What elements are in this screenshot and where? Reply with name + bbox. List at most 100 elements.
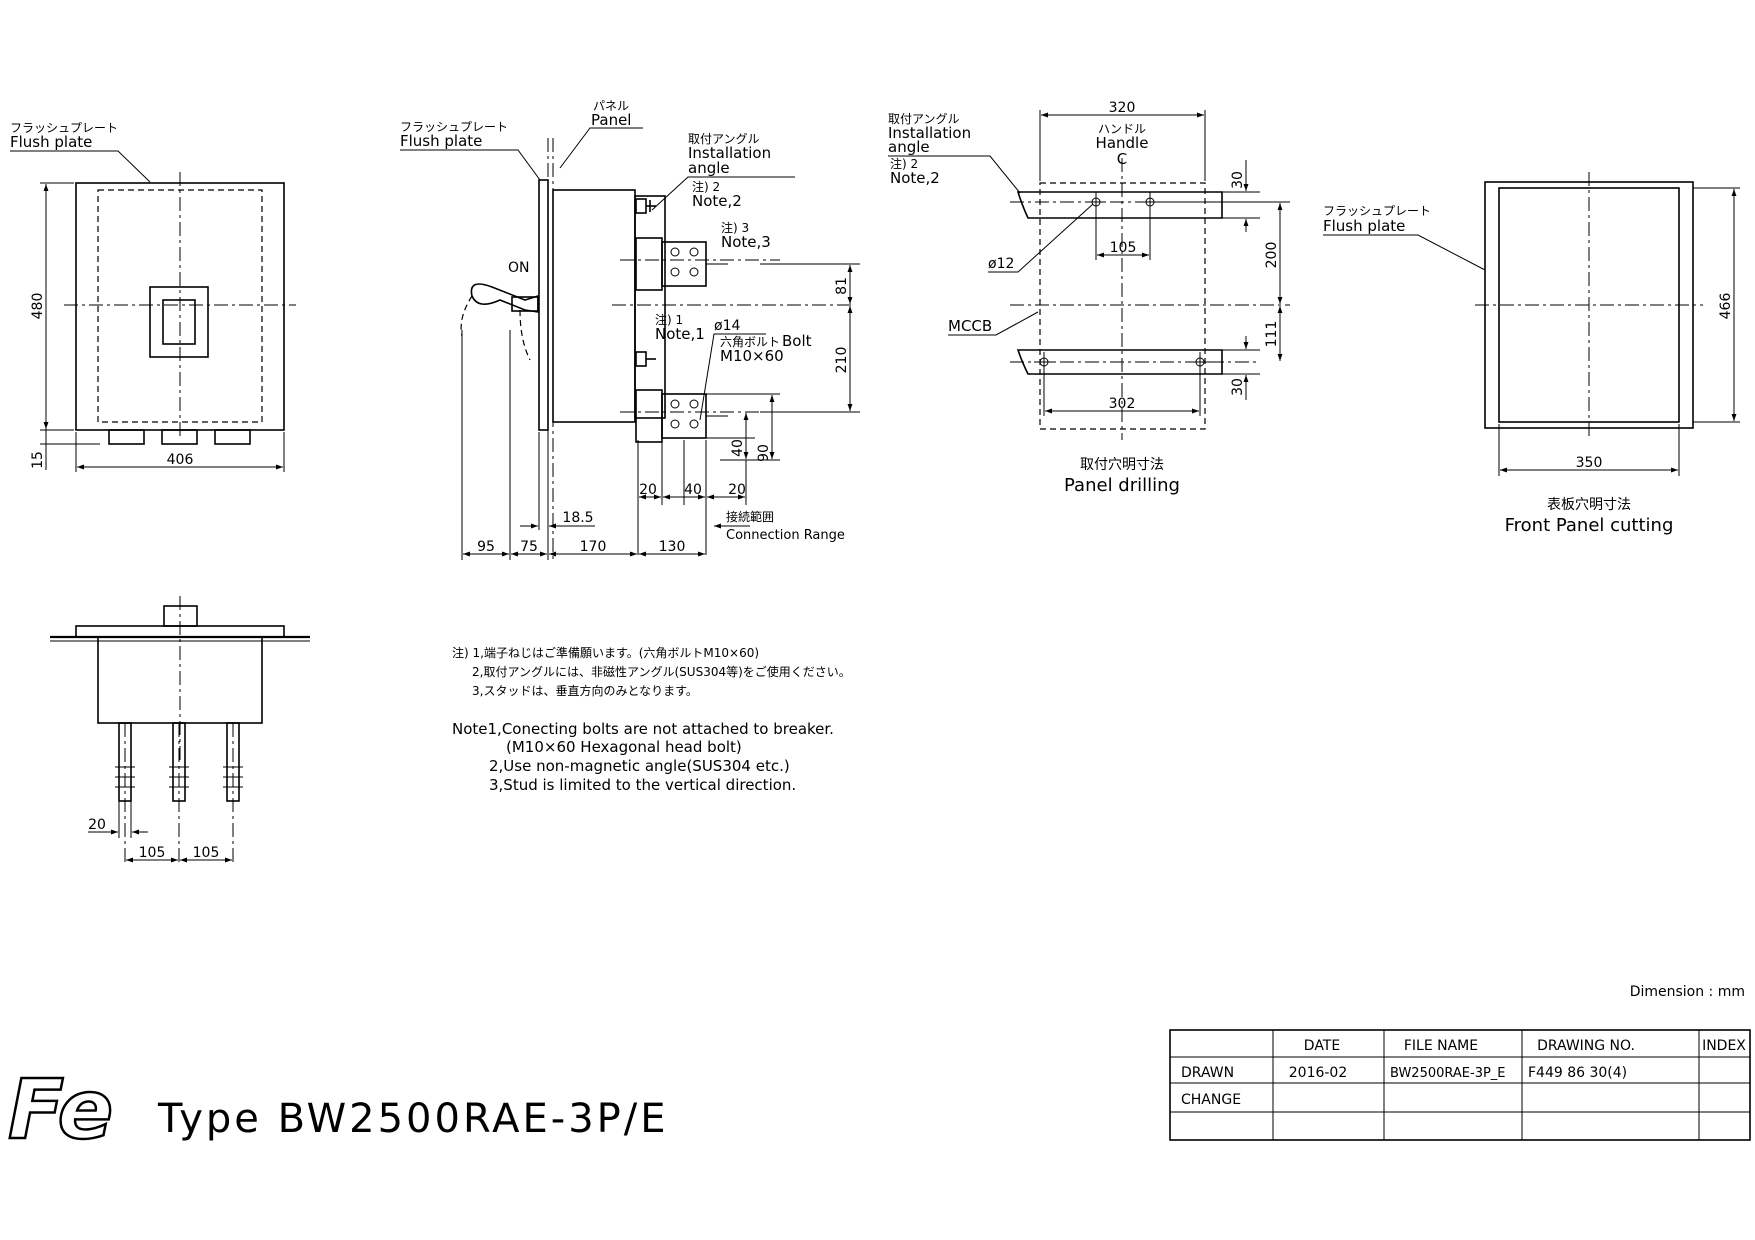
note2-jp: 注) 2 [692,179,720,194]
note-en-1b: (M10×60 Hexagonal head bolt) [506,738,742,756]
top-view: 20 105 105 [50,596,310,865]
terminal-3 [214,429,251,445]
header-file-name: FILE NAME [1404,1038,1478,1054]
flush-plate-leader [10,150,151,183]
note1-en: Note,1 [655,325,705,343]
install-angle-jp: 取付アングル [688,132,760,146]
dim-480: 480 [30,293,46,320]
conn-range-jp: 接続範囲 [726,509,774,524]
handle-window-inner [162,299,196,345]
handle-label-en: Handle [1096,134,1149,152]
dim-15: 15 [30,451,46,469]
header-date: DATE [1304,1038,1340,1054]
front-cutting-jp: 表板穴明寸法 [1547,497,1631,513]
dim-81: 81 [834,277,850,295]
dim-130: 130 [659,539,686,555]
stud-nuts [115,766,243,788]
dim-18-5: 18.5 [562,510,593,526]
bottom-terminal-block [661,393,707,439]
dim-170: 170 [580,539,607,555]
panel-drilling-jp: 取付穴明寸法 [1080,457,1164,473]
front-cutting-view: フラッシュプレート Flush plate 466 350 表板穴明寸法 Fro… [1323,172,1740,536]
side-handle-base [511,296,539,312]
dim-95: 95 [477,539,495,555]
row-drawn-date: 2016-02 [1289,1065,1348,1081]
bolt-size: M10×60 [720,347,784,365]
dim-20-stud: 20 [88,817,106,833]
bottom-angle [1016,349,1223,375]
fe-logo-text: Fe [8,1063,113,1158]
dim-40-v: 40 [730,439,746,457]
note-jp-3: 3,スタッドは、垂直方向のみとなります。 [472,683,698,698]
install-angle-en2: angle [688,159,730,177]
drill-note2-jp: 注) 2 [890,156,918,171]
dim-302: 302 [1109,396,1136,412]
note2-en: Note,2 [692,192,742,210]
dimension-unit: Dimension : mm [1630,984,1745,1000]
panel-drilling-view: 取付アングル Installation angle 注) 2 Note,2 32… [888,100,1290,496]
drill-install-angle-jp: 取付アングル [888,112,960,126]
flush-plate-label-en: Flush plate [10,133,92,151]
dim-90: 90 [756,444,772,462]
dim-105-stud-a: 105 [139,845,166,861]
dim-75: 75 [520,539,538,555]
dim-105-drill: 105 [1110,240,1137,256]
dim-111: 111 [1264,321,1280,348]
dim-105-stud-b: 105 [193,845,220,861]
top-angle [1016,191,1223,219]
header-drawing-no: DRAWING NO. [1537,1038,1635,1054]
front-view: フラッシュプレート Flush plate 480 15 406 [10,121,296,472]
side-body-rear [634,195,666,419]
dim-466: 466 [1718,293,1734,320]
row-drawn-drawing-no: F449 86 30(4) [1528,1065,1627,1081]
dim-30-top: 30 [1230,171,1246,189]
note-jp-1: 注) 1,端子ねじはご準備願います。(六角ボルトM10×60) [452,645,759,660]
cut-flush-plate-jp: フラッシュプレート [1323,204,1431,218]
panel-label-en: Panel [591,111,631,129]
panel-label-jp: パネル [593,99,629,113]
terminal-1 [108,429,145,445]
dim-20-b: 20 [728,482,746,498]
dim-40-h: 40 [684,482,702,498]
side-flush-plate-jp: フラッシュプレート [400,120,508,134]
install-angle-en1: Installation [688,144,771,162]
cut-flush-plate-en: Flush plate [1323,217,1405,235]
top-terminal-block [661,241,707,287]
conn-range-en: Connection Range [726,528,845,543]
mccb-label: MCCB [948,317,992,335]
bolt-label-jp: 六角ボルト [720,335,780,349]
dim-320: 320 [1109,100,1136,116]
header-index: INDEX [1702,1038,1746,1054]
dim-406: 406 [167,452,194,468]
notes: 注) 1,端子ねじはご準備願います。(六角ボルトM10×60) 2,取付アングル… [452,645,851,794]
bolt-label-en: Bolt [782,332,812,350]
terminal-2 [161,429,198,445]
note-en-1: Note1,Conecting bolts are not attached t… [452,720,834,738]
on-label: ON [508,260,530,276]
side-flush-plate-en: Flush plate [400,132,482,150]
handle-window-outer [149,286,209,358]
front-cutting-en: Front Panel cutting [1505,515,1674,536]
bottom-stud [635,351,647,367]
panel-drilling-en: Panel drilling [1064,475,1180,496]
drill-install-angle-en2: angle [888,138,930,156]
centerline-mark: C [1117,150,1127,168]
row-drawn-file: BW2500RAE-3P_E [1390,1066,1506,1081]
dim-30-bottom: 30 [1230,378,1246,396]
drill-note2-en: Note,2 [890,169,940,187]
note-en-3: 3,Stud is limited to the vertical direct… [489,776,796,794]
dim-350: 350 [1576,455,1603,471]
side-handle [470,283,539,313]
handle-label-jp: ハンドル [1098,122,1146,136]
row-drawn-label: DRAWN [1181,1065,1234,1081]
row-change-label: CHANGE [1181,1092,1241,1108]
side-view: フラッシュプレート Flush plate パネル Panel ON [400,99,860,560]
dim-210: 210 [834,347,850,374]
dim-200: 200 [1264,242,1280,269]
top-stud [635,198,647,214]
note3-jp: 注) 3 [721,220,749,235]
phi14-label: ø14 [714,318,740,334]
title-block: DATE FILE NAME DRAWING NO. INDEX DRAWN 2… [1169,1029,1751,1141]
side-flush-plate [538,179,549,431]
